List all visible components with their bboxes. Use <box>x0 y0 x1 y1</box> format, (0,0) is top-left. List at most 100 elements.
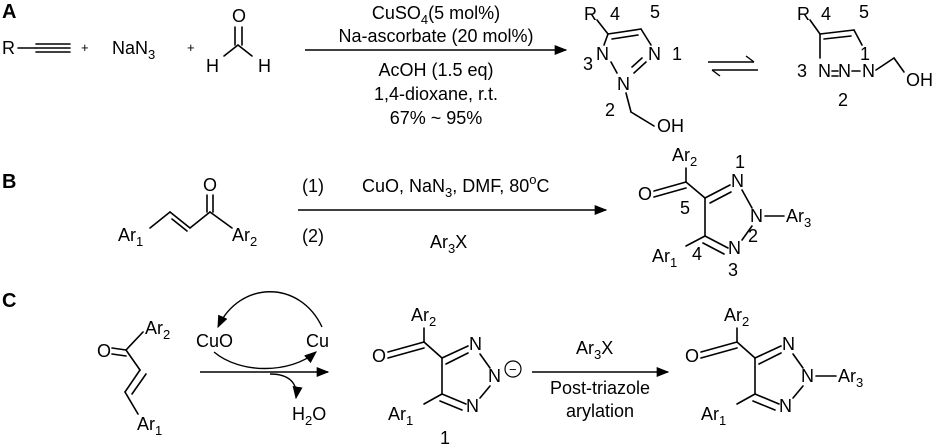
product-c-carbonyl-c <box>736 341 756 359</box>
product-b-n2: N <box>750 206 763 226</box>
anion-ar2: Ar2 <box>411 305 436 329</box>
product-a1-n2: N <box>617 74 630 94</box>
product-b-pos3: 3 <box>728 260 738 280</box>
product-b-n3c4 <box>704 235 729 249</box>
chalcone-c-o: O <box>97 341 111 361</box>
chalcone-b-c-co <box>189 211 211 229</box>
product-b-n1n2 <box>741 189 753 209</box>
product-c-n3c-double <box>752 400 776 411</box>
chalcone-c-co-1 <box>111 347 127 351</box>
triazolate-anion: Ar2 O N N − N Ar1 1 <box>372 305 522 445</box>
product-a2-ch2-o <box>893 57 905 73</box>
product-b-n3c4-double <box>702 242 725 255</box>
triazole-n1-product: R 4 5 1 N 3 N N 2 OH <box>797 2 933 110</box>
water-label: H2O <box>292 404 326 428</box>
product-b-c5n1-double <box>709 191 732 204</box>
chalcone-b-ar1: Ar1 <box>118 225 143 249</box>
product-b-n1: N <box>731 171 744 191</box>
product-a2-pos2: 2 <box>838 90 848 110</box>
product-b-n2n3 <box>741 225 753 241</box>
anion-c-n-double <box>445 352 469 365</box>
anion-co-1 <box>387 341 425 353</box>
catalytic-cycle: CuO Cu H2O <box>196 291 330 428</box>
panel-label-c: C <box>2 290 16 312</box>
product-b-c5n1 <box>704 184 731 199</box>
condition-b-step2: Ar3X <box>430 232 467 256</box>
product-a2-n2: N <box>838 61 851 81</box>
product-b-pos1: 1 <box>735 152 745 172</box>
cycle-arrow-cuo-to-cu <box>213 351 317 370</box>
formaldehyde-ch-bond-left <box>223 44 239 57</box>
product-a1-n1: N <box>648 44 661 64</box>
product-a1-pos3: 3 <box>583 54 593 74</box>
anion-n3c-double <box>439 400 463 411</box>
anion-co-2 <box>387 347 425 359</box>
product-a1-n1n2-double <box>631 57 643 68</box>
product-a1-pos4: 4 <box>610 4 620 24</box>
post-triazole-label: Post-triazole <box>550 378 650 398</box>
condition-yield: 67% ~ 95% <box>390 108 483 128</box>
product-c-co-1 <box>700 341 738 353</box>
chalcone-b-co-ar2 <box>209 211 233 229</box>
anion-n3c <box>441 393 467 405</box>
product-a1-n-ch2 <box>625 92 632 113</box>
product-b-c4-ar1 <box>685 235 706 247</box>
sodium-azide: NaN3 <box>112 38 155 62</box>
product-b-pos2: 2 <box>748 226 758 246</box>
arylation-reagent: Ar3X <box>576 338 613 362</box>
condition-ascorbate: Na-ascorbate (20 mol%) <box>338 26 533 46</box>
product-a1-r: R <box>584 4 597 24</box>
plus-sign-1: + <box>81 40 89 55</box>
panel-b: B Ar1 O Ar2 (1) CuO, NaN3, DMF, 80oC (2)… <box>2 145 811 280</box>
product-b-carbonyl-c5 <box>685 181 706 199</box>
anion-c-n <box>441 345 469 359</box>
chalcone-c-cc-double <box>131 373 147 395</box>
chalcone-c-ar2-bond <box>125 331 144 351</box>
chalcone-b-o: O <box>203 175 217 195</box>
product-a2-c4c5 <box>819 29 855 35</box>
product-c-n3: N <box>779 396 792 416</box>
chalcone-b: Ar1 O Ar2 <box>118 175 257 249</box>
anion-n2: N <box>488 366 501 386</box>
alkyne-r-label: R <box>2 38 15 58</box>
product-a2-r: R <box>797 4 810 24</box>
product-a2-n1: N <box>862 61 875 81</box>
product-a2-pos1: 1 <box>860 44 870 64</box>
water-release-arrow <box>269 373 303 400</box>
product-a1-c5n1 <box>640 28 652 46</box>
anion-ar1: Ar1 <box>388 404 413 428</box>
condition-cuso4: CuSO4(5 mol%) <box>372 3 500 27</box>
anion-n1n2 <box>479 353 491 369</box>
product-c-ar3: Ar3 <box>838 366 863 390</box>
product-a1-n3: N <box>596 44 609 64</box>
product-a1-pos2: 2 <box>605 100 615 120</box>
product-a1-oh: OH <box>657 116 684 136</box>
anion-n2n3 <box>479 385 491 399</box>
product-a1-n3n2 <box>610 61 618 74</box>
formaldehyde-h-left-label: H <box>206 56 219 76</box>
panel-label-b: B <box>2 171 16 193</box>
product-c-c-n <box>754 345 782 359</box>
product-a2-c4c5-double <box>823 35 852 40</box>
chalcone-b-cc-double <box>171 218 188 232</box>
equilibrium-backward-head <box>711 69 721 77</box>
product-c-ar1: Ar1 <box>701 404 726 428</box>
product-a1-c4c5-double <box>611 34 639 40</box>
product-c-n2: N <box>801 366 814 386</box>
equilibrium-forward-head <box>745 55 755 63</box>
chalcone-c-cc <box>124 369 141 393</box>
panel-a: A R + NaN3 + O O H H CuSO4(5 mol%) Na-as… <box>2 1 933 136</box>
cuo-label: CuO <box>196 331 233 351</box>
chalcone-b-cc <box>169 211 191 229</box>
product-b-ar1: Ar1 <box>652 246 677 270</box>
product-a2-pos4: 4 <box>821 4 831 24</box>
anion-carbonyl-c <box>423 341 443 359</box>
product-a1-pos1: 1 <box>672 44 682 64</box>
product-c-o: O <box>685 346 699 366</box>
product-b-ar2: Ar2 <box>672 145 697 169</box>
product-a2-oh: OH <box>906 70 933 90</box>
panel-label-a: A <box>2 1 16 23</box>
product-a1-ch2-o <box>630 111 655 127</box>
arylation-label: arylation <box>566 401 634 421</box>
